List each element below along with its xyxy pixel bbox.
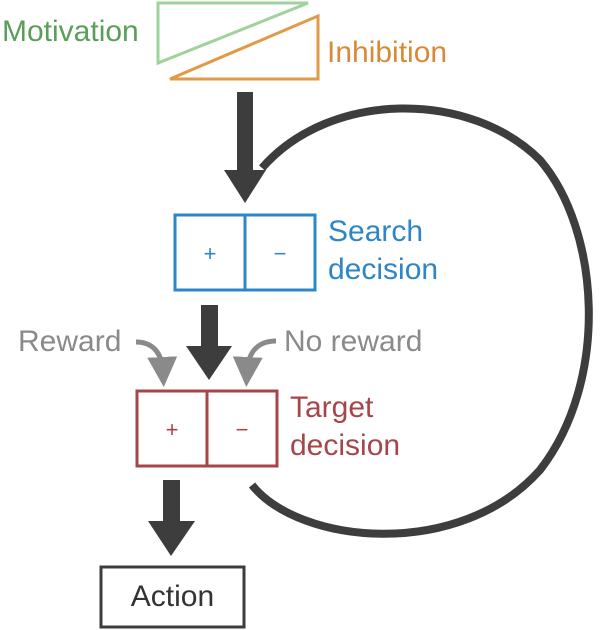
no-reward-label: No reward [284,325,423,358]
motivation-label: Motivation [2,15,139,48]
action-label: Action [130,580,215,613]
target-decision-line1: Target [290,391,374,424]
arrow-to-search [224,92,266,203]
arrow-to-action [148,480,195,556]
reward-arrow [135,339,178,387]
inhibition-triangle [169,13,320,81]
target-decision-box [135,389,279,468]
target-decision-line2: decision [290,429,401,462]
motivation-triangle [156,1,309,66]
target-plus: + [165,417,179,442]
inhibition-label: Inhibition [327,36,448,69]
arrow-to-target [186,305,232,380]
target-decision-label: Target decision [290,389,400,465]
no-reward-arrow [232,338,277,387]
search-plus: + [203,241,217,266]
search-decision-label: Search decision [328,213,438,289]
target-minus: − [235,417,249,442]
search-decision-line1: Search [328,215,424,248]
feedback-loop [248,104,593,538]
search-decision-box [173,213,317,292]
reward-label: Reward [18,325,122,358]
search-decision-line2: decision [328,253,439,286]
action-box [99,565,246,629]
search-minus: − [273,241,287,266]
